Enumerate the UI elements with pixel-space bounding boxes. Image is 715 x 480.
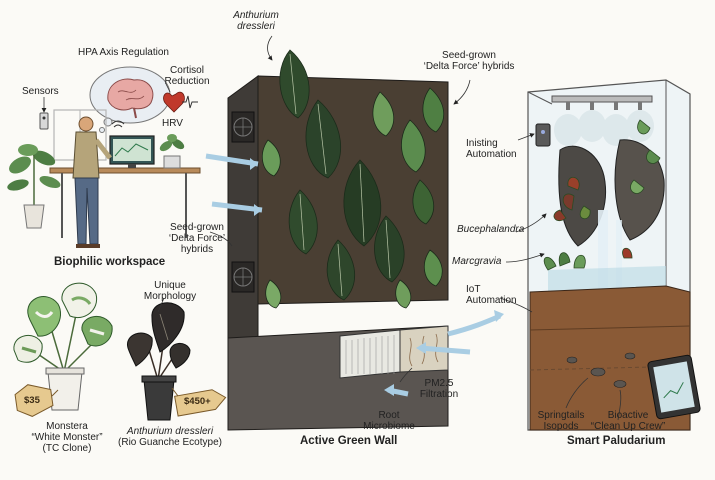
label-bioactive: Bioactive “Clean Up Crew”	[586, 410, 670, 432]
fan-icon	[231, 261, 255, 293]
label-iot-line1: IoT	[466, 284, 481, 295]
label-anthurium-plant-line2: (Rio Guanche Ecotype)	[118, 437, 222, 448]
anthurium-plant	[127, 297, 227, 421]
label-seed-left-line2: ‘Delta Force’	[168, 233, 226, 244]
label-iot-line2: Automation	[466, 295, 517, 306]
airflow-arrow	[211, 201, 263, 213]
tablet-icon	[647, 354, 701, 420]
hrv-wave-icon	[182, 95, 198, 109]
label-bioactive-line1: Bioactive	[607, 410, 649, 421]
price-tag-monstera	[14, 384, 54, 417]
person-figure	[72, 116, 112, 248]
airflow-arrow	[205, 153, 259, 167]
label-sensors: Sensors	[22, 86, 59, 97]
label-morphology-line2: Morphology	[143, 291, 197, 302]
airflow-arrow	[447, 313, 501, 337]
label-cortisol: Cortisol Reduction	[160, 65, 214, 87]
label-iot: IoT Automation	[466, 284, 517, 306]
label-morphology-line1: Unique	[154, 280, 186, 291]
price-monstera: $35	[24, 395, 40, 406]
airflow-arrow	[419, 345, 471, 355]
isopod-icon	[566, 352, 636, 388]
desk-plant	[159, 134, 185, 169]
label-pm25-line2: Filtration	[419, 389, 459, 400]
workspace-scene	[7, 66, 201, 248]
label-anthurium-plant-line1: Anthurium dressleri	[126, 426, 214, 437]
label-monstera-line1: Monstera	[46, 421, 88, 432]
heart-icon	[163, 91, 185, 113]
label-misting-line2: Automation	[466, 149, 517, 160]
label-anthurium-plant: Anthurium dressleri (Rio Guanche Ecotype…	[110, 426, 230, 448]
label-springtails-line1: Springtails	[537, 410, 585, 421]
label-seed-top-line1: Seed-grown	[442, 50, 496, 61]
label-springtails-line2: Isopods	[543, 421, 579, 432]
wall-sensor-icon	[39, 112, 49, 130]
section-title-workspace: Biophilic workspace	[54, 256, 166, 268]
label-marcgravia: Marcgravia	[452, 256, 502, 267]
label-anthurium-wall-line1: Anthurium	[233, 10, 279, 21]
label-root-line1: Root	[378, 410, 400, 421]
label-seed-grown-top: Seed-grown ‘Delta Force’ hybrids	[414, 50, 524, 72]
label-unique-morphology: Unique Morphology	[138, 280, 202, 302]
monstera-plant	[13, 282, 113, 417]
label-bioactive-line2: “Clean Up Crew”	[590, 421, 666, 432]
label-seed-grown-left: Seed-grown ‘Delta Force’ hybrids	[164, 222, 230, 255]
fan-icon	[231, 111, 255, 143]
label-seed-top-line2: ‘Delta Force’ hybrids	[423, 61, 515, 72]
wifi-icon	[111, 120, 125, 128]
brain-icon	[107, 78, 154, 111]
label-root-line2: Microbiome	[363, 421, 415, 432]
green-wall	[205, 35, 504, 431]
mist-sensor-icon	[535, 123, 551, 147]
label-seed-left-line3: hybrids	[180, 244, 214, 255]
label-seed-left-line1: Seed-grown	[170, 222, 224, 233]
label-cortisol-line1: Cortisol	[170, 65, 204, 76]
price-anthurium: $450+	[184, 396, 211, 407]
label-misting-line1: Inisting	[466, 138, 498, 149]
label-cortisol-line2: Reduction	[164, 76, 210, 87]
label-misting: Inisting Automation	[466, 138, 517, 160]
price-tag-anthurium	[174, 389, 227, 417]
label-hpa-axis: HPA Axis Regulation	[78, 47, 169, 58]
potted-plant-left	[7, 144, 61, 229]
label-monstera-line3: (TC Clone)	[42, 443, 92, 454]
label-pm25: PM2.5 Filtration	[414, 378, 464, 400]
label-bucephalandra: Bucephalandra	[457, 224, 525, 235]
label-monstera-line2: “White Monster”	[31, 432, 103, 443]
label-pm25-line1: PM2.5	[424, 378, 454, 389]
section-title-paludarium: Smart Paludarium	[567, 435, 666, 447]
paludarium	[499, 79, 701, 431]
label-springtails: Springtails Isopods	[530, 410, 592, 432]
section-title-wall: Active Green Wall	[300, 435, 398, 447]
label-hrv: HRV	[162, 118, 183, 129]
label-root-microbiome: Root Microbiome	[354, 410, 424, 432]
label-anthurium-wall: Anthurium dressleri	[226, 10, 286, 32]
label-anthurium-wall-line2: dressleri	[237, 21, 275, 32]
standing-desk	[49, 167, 201, 174]
label-monstera: Monstera “White Monster” (TC Clone)	[22, 421, 112, 454]
